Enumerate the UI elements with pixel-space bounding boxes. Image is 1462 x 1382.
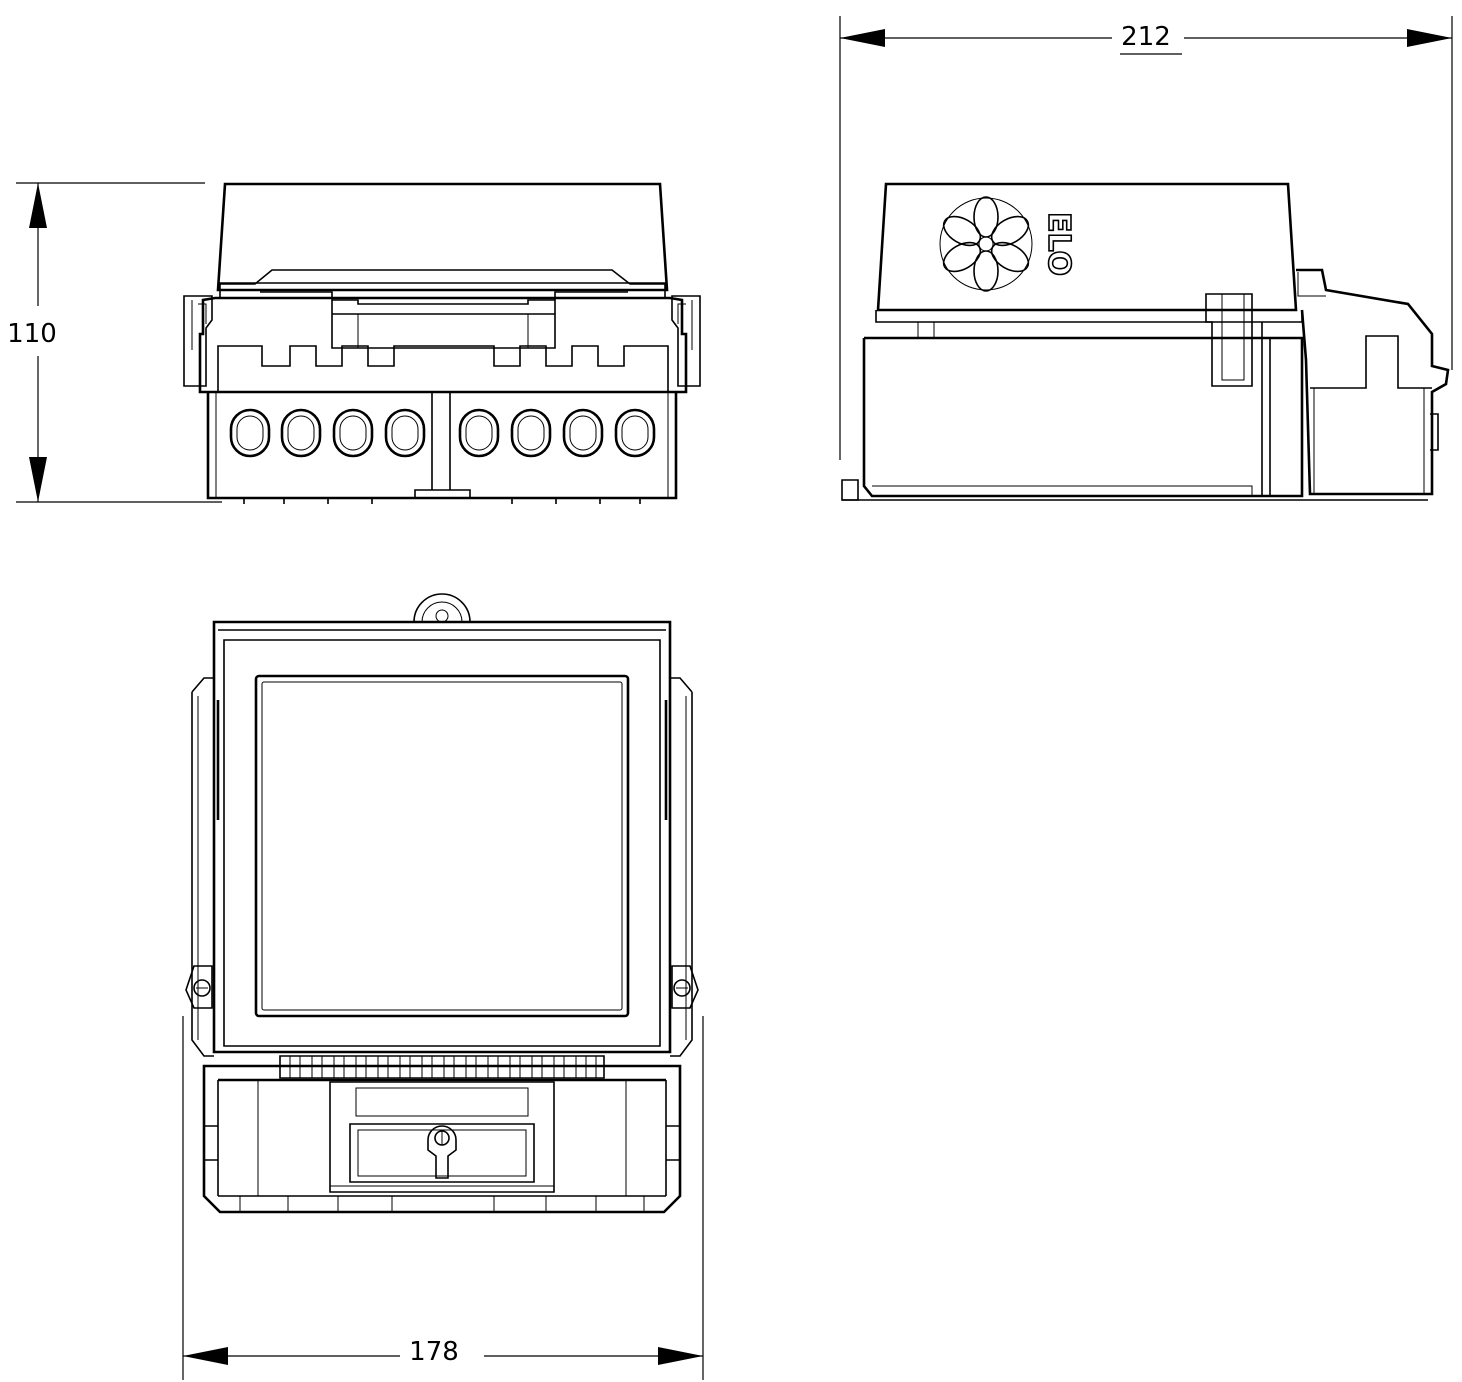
front-view bbox=[183, 182, 701, 504]
width-label: 178 bbox=[409, 1337, 459, 1367]
logo-text: ELO bbox=[1041, 212, 1076, 276]
depth-label: 212 bbox=[1121, 22, 1171, 52]
flower-emblem-icon bbox=[939, 196, 1033, 292]
depth-dimension: 212 bbox=[839, 16, 1453, 460]
top-view bbox=[185, 593, 699, 1214]
elo-logo: ELO bbox=[939, 196, 1077, 292]
height-label: 110 bbox=[7, 319, 57, 349]
cable-gland-holes bbox=[229, 408, 656, 458]
width-dimension: 178 bbox=[182, 1016, 704, 1380]
right-latch-screw bbox=[671, 965, 699, 1009]
side-view: ELO bbox=[841, 182, 1450, 501]
seal-screw bbox=[427, 1125, 457, 1179]
left-latch-screw bbox=[185, 965, 213, 1009]
height-dimension: 110 bbox=[7, 182, 222, 503]
